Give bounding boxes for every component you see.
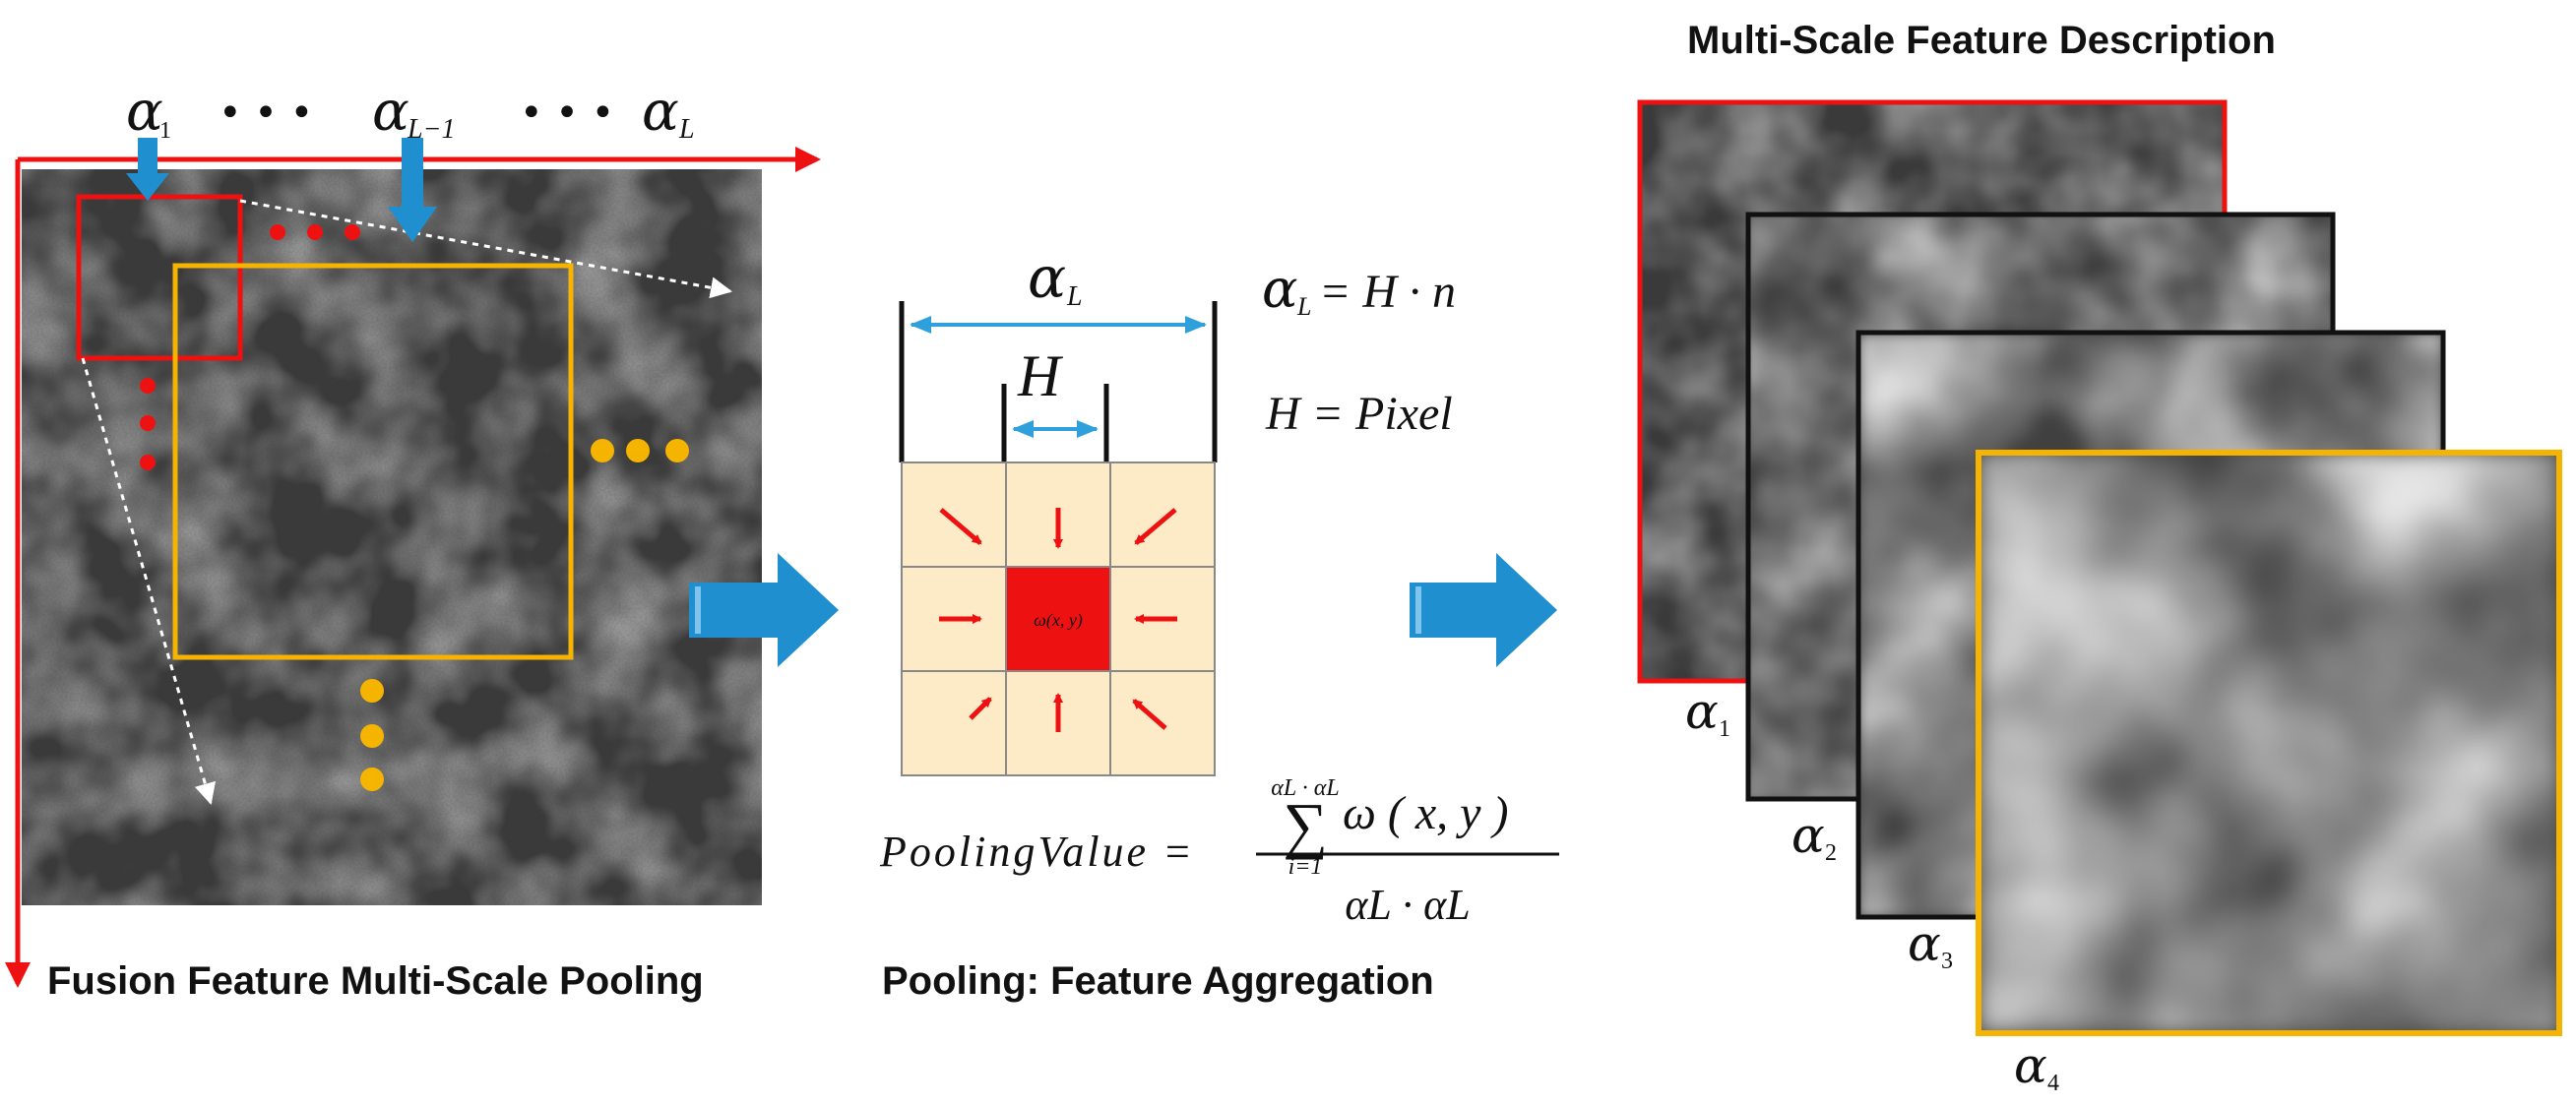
red-continuation-dots-horizontal bbox=[270, 224, 360, 240]
output-label-1-symbol: α bbox=[1685, 683, 1719, 740]
output-label-2-symbol: α bbox=[1791, 807, 1825, 864]
flow-arrow-2 bbox=[1410, 553, 1557, 667]
output-map-scale-4 bbox=[1976, 450, 2562, 1036]
alpha-1-symbol: α bbox=[126, 80, 163, 144]
large-pooling-window bbox=[172, 263, 574, 660]
top-dots-right: • • • bbox=[520, 91, 614, 136]
multi-scale-output-panel: Multi-Scale Feature Description α 1 α 2 … bbox=[1637, 19, 2562, 1096]
output-label-1-subscript: 1 bbox=[1719, 716, 1730, 742]
alpha-l-subscript: L bbox=[678, 114, 695, 145]
output-label-4-symbol: α bbox=[2014, 1037, 2047, 1094]
center-cell bbox=[1005, 566, 1111, 672]
output-label-4-subscript: 4 bbox=[2047, 1071, 2059, 1096]
center-cell-label: ω(x, y) bbox=[1034, 610, 1083, 631]
alpha-l-minus-1-symbol: α bbox=[372, 80, 409, 144]
alpha-1-subscript: 1 bbox=[159, 118, 171, 144]
alpha-l-minus-1-subscript: L−1 bbox=[407, 114, 455, 145]
input-feature-map-panel: α 1 • • • α L−1 • • • α L Fusion Feature… bbox=[5, 80, 821, 1003]
denominator: αL · αL bbox=[1345, 881, 1470, 929]
red-continuation-dots-vertical bbox=[140, 378, 156, 470]
flow-arrow-1-highlight bbox=[695, 586, 701, 634]
output-label-3-symbol: α bbox=[1908, 915, 1941, 972]
eq1-rhs: = H · n bbox=[1319, 266, 1456, 318]
pooling-value-lhs: PoolingValue = bbox=[879, 828, 1195, 876]
output-label-2-subscript: 2 bbox=[1825, 840, 1837, 866]
cell-label: H bbox=[1017, 343, 1064, 408]
top-dots-left: • • • bbox=[219, 91, 313, 136]
projection-arrow-horizontal bbox=[239, 199, 732, 299]
alpha-l-symbol: α bbox=[642, 80, 679, 144]
flow-arrow-2-highlight bbox=[1415, 586, 1421, 634]
eq1-alpha-symbol: α bbox=[1262, 258, 1297, 320]
small-pooling-window bbox=[76, 194, 243, 361]
right-caption: Multi-Scale Feature Description bbox=[1687, 19, 2276, 62]
eq1-alpha-subscript: L bbox=[1296, 292, 1311, 321]
orange-continuation-dots-horizontal bbox=[591, 439, 689, 462]
aggregation-arrows bbox=[939, 508, 1177, 732]
sum-lower-limit: i=1 bbox=[1288, 854, 1323, 880]
scale-l-minus-1-down-arrow bbox=[388, 138, 437, 242]
pooling-aggregation-panel: α L H ω(x, y) α L = H · bbox=[879, 244, 1559, 1003]
satellite-image-texture bbox=[22, 169, 762, 905]
eq2: H = Pixel bbox=[1265, 388, 1453, 440]
left-caption: Fusion Feature Multi-Scale Pooling bbox=[47, 959, 704, 1003]
scale-1-down-arrow bbox=[126, 138, 169, 201]
flow-arrow-1 bbox=[689, 553, 839, 667]
orange-continuation-dots-vertical bbox=[360, 679, 384, 791]
output-label-3-subscript: 3 bbox=[1941, 949, 1953, 974]
window-label-symbol: α bbox=[1028, 244, 1066, 311]
numerator-term: ω ( x, y ) bbox=[1343, 787, 1508, 839]
sum-upper-limit: αL · αL bbox=[1271, 775, 1339, 801]
middle-caption: Pooling: Feature Aggregation bbox=[882, 959, 1434, 1003]
sum-symbol: ∑ bbox=[1283, 790, 1328, 860]
window-label-subscript: L bbox=[1066, 281, 1083, 312]
